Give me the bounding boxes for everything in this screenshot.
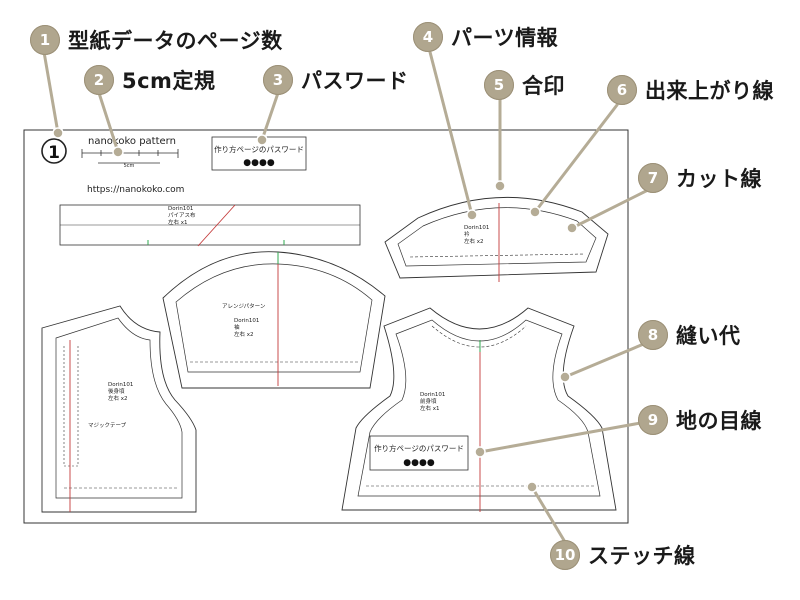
callout-label-7: カット線 [676, 167, 762, 191]
callout-6: 6 出来上がり線 [607, 75, 774, 105]
back-info-3: 左右 x2 [108, 394, 128, 402]
collar-piece [384, 196, 609, 279]
callout-badge-5: 5 [484, 70, 514, 100]
front-password-box [369, 435, 469, 471]
back-info-1: Dorin101 [108, 382, 133, 388]
callout-label-6: 出来上がり線 [645, 79, 774, 103]
callout-badge-9: 9 [638, 405, 668, 435]
password-box-title: 作り方ページのパスワード [214, 144, 304, 154]
site-url: https://nanokoko.com [87, 185, 184, 195]
back-bodice-piece [41, 305, 197, 513]
callout-7: 7 カット線 [638, 163, 762, 193]
callout-1: 1 型紙データのページ数 [30, 25, 283, 55]
page-number-circle [41, 138, 67, 164]
leader-endpoints [52, 127, 578, 493]
callout-label-1: 型紙データのページ数 [68, 29, 283, 53]
band-grain-line [197, 204, 236, 247]
callout-label-5: 合印 [522, 74, 565, 98]
band-info-3: 左右 x1 [168, 218, 188, 226]
callout-badge-6: 6 [607, 75, 637, 105]
brand-name: nanokoko pattern [88, 136, 176, 147]
collar-info-3: 左右 x2 [464, 237, 484, 245]
back-note: マジックテープ [88, 422, 127, 429]
band-notch-marks [147, 240, 285, 245]
page-number: 1 [48, 143, 60, 163]
password-box-dots: ●●●● [243, 158, 275, 168]
front-bodice-piece [341, 307, 617, 511]
callout-5: 5 合印 [484, 70, 565, 100]
callout-2: 2 5cm定規 [84, 65, 215, 95]
sleeve-title: アレンジパターン [222, 302, 266, 310]
front-info-2: 前身頃 [420, 397, 437, 405]
callout-badge-4: 4 [413, 22, 443, 52]
sleeve-info-1: Dorin101 [234, 318, 259, 324]
ruler-label: 5cm [124, 163, 135, 169]
back-info-2: 後身頃 [108, 387, 125, 395]
sleeve-info-2: 袖 [234, 323, 240, 331]
callout-3: 3 パスワード [263, 65, 409, 95]
callout-9: 9 地の目線 [638, 405, 762, 435]
band-info-1: Dorin101 [168, 206, 193, 212]
front-password-title: 作り方ページのパスワード [374, 443, 464, 453]
callout-10: 10 ステッチ線 [550, 540, 696, 570]
collar-info-2: 衿 [464, 230, 470, 238]
front-info-1: Dorin101 [420, 392, 445, 398]
callout-label-9: 地の目線 [676, 409, 762, 433]
callout-8: 8 縫い代 [638, 320, 741, 350]
callout-badge-2: 2 [84, 65, 114, 95]
callout-label-8: 縫い代 [676, 324, 741, 348]
callout-label-2: 5cm定規 [122, 69, 216, 93]
callout-badge-7: 7 [638, 163, 668, 193]
front-info-3: 左右 x1 [420, 404, 440, 412]
band-info-2: パイアス布 [168, 211, 196, 219]
callout-label-10: ステッチ線 [588, 544, 696, 568]
bias-band-piece [59, 204, 361, 246]
collar-info-1: Dorin101 [464, 225, 489, 231]
front-password-dots: ●●●● [403, 458, 435, 468]
callout-badge-3: 3 [263, 65, 293, 95]
callout-label-3: パスワード [301, 69, 409, 93]
callout-badge-10: 10 [550, 540, 580, 570]
callout-badge-8: 8 [638, 320, 668, 350]
callout-badge-1: 1 [30, 25, 60, 55]
callout-label-4: パーツ情報 [451, 26, 559, 50]
callout-4: 4 パーツ情報 [413, 22, 558, 52]
leader-lines [42, 50, 650, 544]
sleeve-info-3: 左右 x2 [234, 330, 254, 338]
